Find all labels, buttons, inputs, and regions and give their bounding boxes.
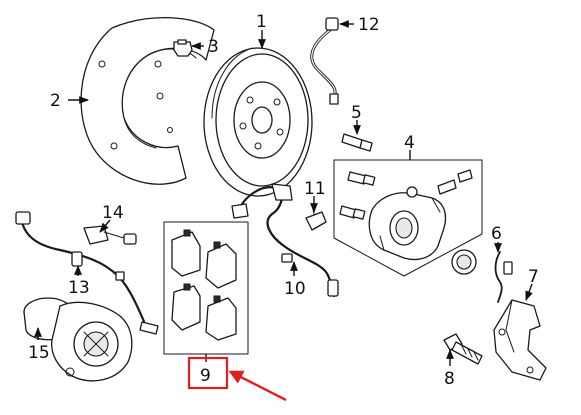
bracket-bolt [443,333,483,365]
dust-shield [80,16,215,185]
callout-8: 8 [444,369,455,389]
callout-15: 15 [28,343,50,363]
callout-11: 11 [304,179,326,199]
brake-disc [203,47,313,197]
sensor-clip [305,203,327,231]
callout-1: 1 [256,12,267,32]
callout-14: 14 [102,203,124,223]
caliper-pins [339,169,473,220]
highlight-arrow [228,370,287,402]
callout-5: 5 [351,103,362,123]
cable-bracket [83,225,137,245]
callout-12: 12 [358,15,380,35]
highlight-box [187,356,229,390]
caliper-kit-box [333,159,483,277]
callout-4: 4 [404,133,415,153]
callout-2: 2 [50,91,61,111]
piston-seal [451,249,477,275]
wear-sensor-harness [231,183,339,298]
callout-13: 13 [68,278,90,298]
guide-pin [341,133,373,152]
parking-brake-cable [15,211,159,335]
callout-3: 3 [208,37,219,57]
caliper-bracket [493,299,547,381]
shield-bolt [173,39,193,57]
callout-9: 9 [200,366,211,386]
brake-caliper [368,186,447,261]
brake-pads [171,229,237,341]
bracket-clip [494,251,513,303]
brake-hose [310,17,339,105]
leader-14 [99,219,111,233]
leader-7 [525,283,533,301]
callout-10: 10 [284,279,306,299]
callout-6: 6 [491,224,502,244]
parking-brake-motor [23,297,133,382]
callout-7: 7 [528,267,539,287]
